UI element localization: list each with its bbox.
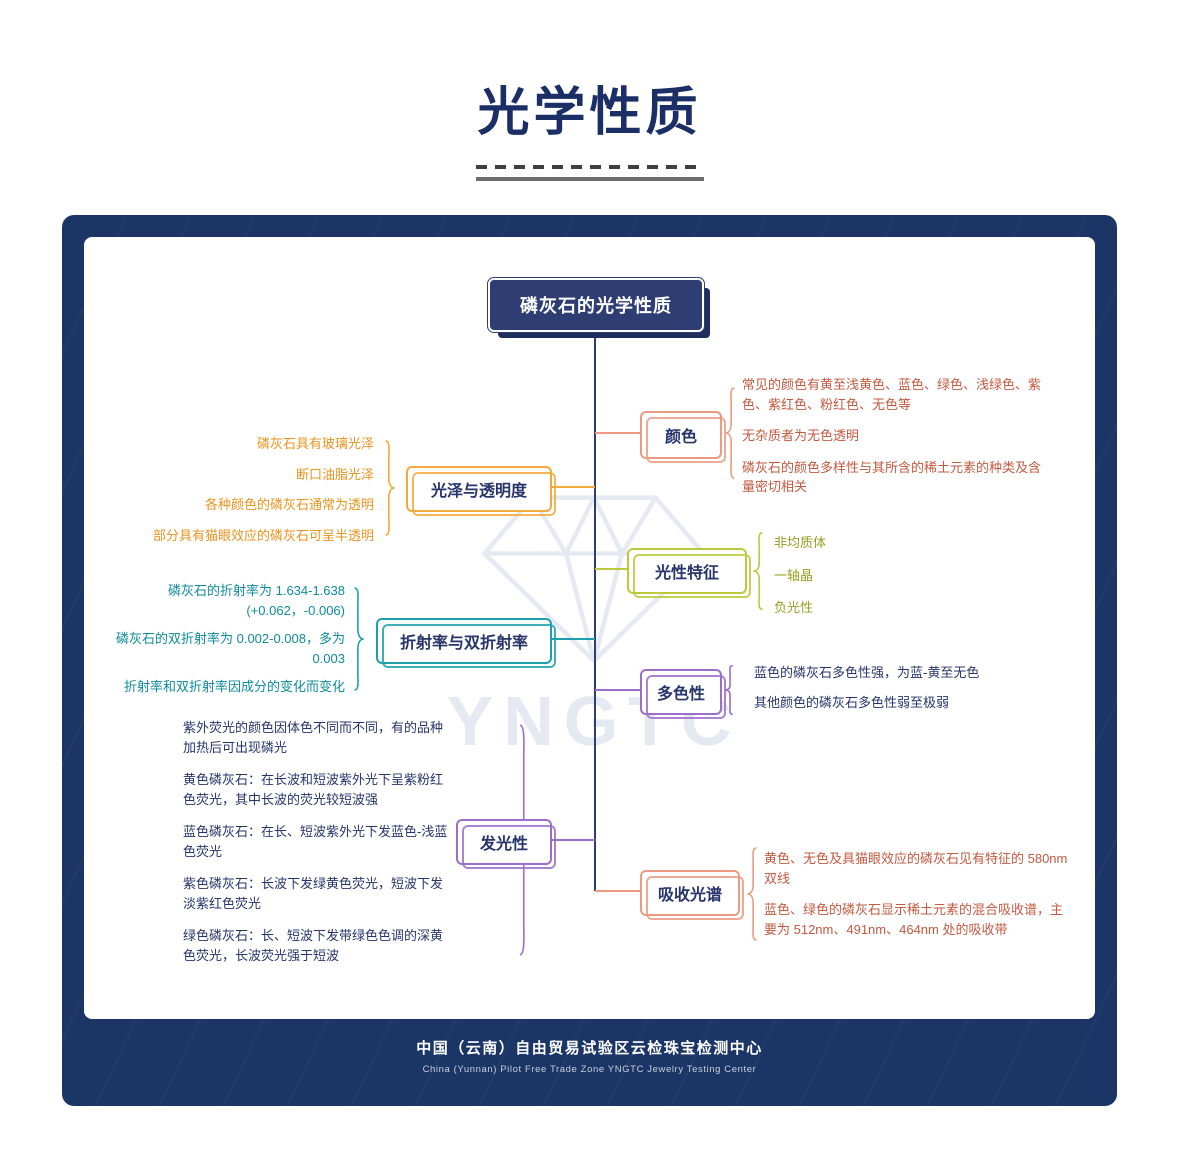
item-text: 紫色磷灰石：长波下发绿黄色荧光，短波下发淡紫红色荧光	[183, 876, 444, 911]
branch-node-luster: 光泽与透明度	[406, 466, 556, 516]
item-text: 常见的颜色有黄至浅黄色、蓝色、绿色、浅绿色、紫色、紫红色、粉红色、无色等	[742, 377, 1042, 412]
brace-icon-refractive	[352, 587, 365, 691]
item-text: 一轴晶	[774, 567, 814, 583]
items-luster: 磷灰石具有玻璃光泽 断口油脂光泽 各种颜色的磷灰石通常为透明 部分具有猫眼效应的…	[114, 434, 374, 545]
item-text: 黄色、无色及具猫眼效应的磷灰石见有特征的 580nm 双线	[764, 851, 1068, 886]
trunk-line	[594, 328, 596, 891]
brace-icon-optic	[752, 532, 765, 610]
connector-refractive	[547, 638, 595, 640]
item-text: 折射率和双折射率因成分的变化而变化	[123, 679, 345, 694]
root-node: 磷灰石的光学性质	[488, 278, 704, 332]
page-title: 光学性质	[477, 84, 702, 142]
connector-pleochroism	[595, 689, 641, 691]
branch-node-optic: 光性特征	[627, 548, 751, 598]
item-text: 紫外荧光的颜色因体色不同而不同，有的品种加热后可出现磷光	[183, 720, 444, 755]
items-optic: 非均质体 一轴晶 负光性	[774, 533, 974, 618]
connector-optic	[595, 568, 628, 570]
item-text: 磷灰石的折射率为 1.634-1.638 (+0.062，-0.006)	[167, 583, 345, 618]
item-text: 磷灰石的颜色多样性与其所含的稀土元素的种类及含量密切相关	[742, 459, 1042, 495]
items-pleochroism: 蓝色的磷灰石多色性强，为蓝-黄至无色 其他颜色的磷灰石多色性弱至极弱	[754, 663, 1064, 712]
dashed-rule	[475, 165, 704, 169]
mindmap-canvas: YNGTC 磷灰石的光学性质 颜色 光泽与透明度 光性特征 折射率与双折射率 多…	[84, 237, 1095, 1019]
items-color: 常见的颜色有黄至浅黄色、蓝色、绿色、浅绿色、紫色、紫红色、粉红色、无色等 无杂质…	[742, 375, 1048, 497]
item-text: 各种颜色的磷灰石通常为透明	[204, 497, 374, 512]
item-text: 无杂质者为无色透明	[742, 428, 860, 443]
solid-rule	[475, 177, 704, 181]
branch-node-color: 颜色	[640, 411, 726, 463]
brace-icon-luster	[383, 440, 396, 536]
branch-node-refractive: 折射率与双折射率	[376, 618, 556, 668]
branch-node-pleochroism: 多色性	[640, 669, 726, 719]
mindmap-card: YNGTC 磷灰石的光学性质 颜色 光泽与透明度 光性特征 折射率与双折射率 多…	[62, 215, 1117, 1106]
branch-node-absorption: 吸收光谱	[640, 870, 744, 920]
footer: 中国（云南）自由贸易试验区云检珠宝检测中心 China (Yunnan) Pil…	[62, 1037, 1117, 1075]
item-text: 蓝色磷灰石：在长、短波紫外光下发蓝色-浅蓝色荧光	[183, 824, 448, 859]
brace-icon-absorption	[746, 847, 759, 941]
item-text: 蓝色、绿色的磷灰石显示稀土元素的混合吸收谱，主要为 512nm、491nm、46…	[764, 902, 1064, 937]
item-text: 磷灰石的双折射率为 0.002-0.008，多为 0.003	[115, 631, 345, 666]
item-text: 蓝色的磷灰石多色性强，为蓝-黄至无色	[754, 665, 980, 680]
connector-absorption	[595, 890, 641, 892]
item-text: 负光性	[774, 600, 814, 615]
item-text: 磷灰石具有玻璃光泽	[256, 436, 374, 451]
title-underline	[475, 165, 704, 181]
connector-luster	[547, 486, 595, 488]
items-luminescence: 紫外荧光的颜色因体色不同而不同，有的品种加热后可出现磷光 黄色磷灰石：在长波和短…	[183, 718, 451, 965]
items-absorption: 黄色、无色及具猫眼效应的磷灰石见有特征的 580nm 双线 蓝色、绿色的磷灰石显…	[764, 849, 1072, 939]
item-text: 黄色磷灰石：在长波和短波紫外光下呈紫粉红色荧光，其中长波的荧光较短波强	[183, 772, 444, 807]
item-text: 绿色磷灰石：长、短波下发带绿色色调的深黄色荧光，长波荧光强于短波	[183, 928, 444, 963]
items-refractive: 磷灰石的折射率为 1.634-1.638 (+0.062，-0.006) 磷灰石…	[112, 581, 345, 697]
item-text: 非均质体	[774, 535, 827, 550]
item-text: 其他颜色的磷灰石多色性弱至极弱	[754, 694, 950, 710]
item-text: 部分具有猫眼效应的磷灰石可呈半透明	[152, 527, 374, 543]
branch-node-luminescence: 发光性	[456, 819, 556, 869]
item-text: 断口油脂光泽	[295, 466, 374, 482]
footer-cn-text: 中国（云南）自由贸易试验区云检珠宝检测中心	[416, 1040, 763, 1057]
footer-en-text: China (Yunnan) Pilot Free Trade Zone YNG…	[422, 1064, 757, 1075]
connector-color	[595, 432, 641, 434]
connector-luminescence	[547, 839, 595, 841]
